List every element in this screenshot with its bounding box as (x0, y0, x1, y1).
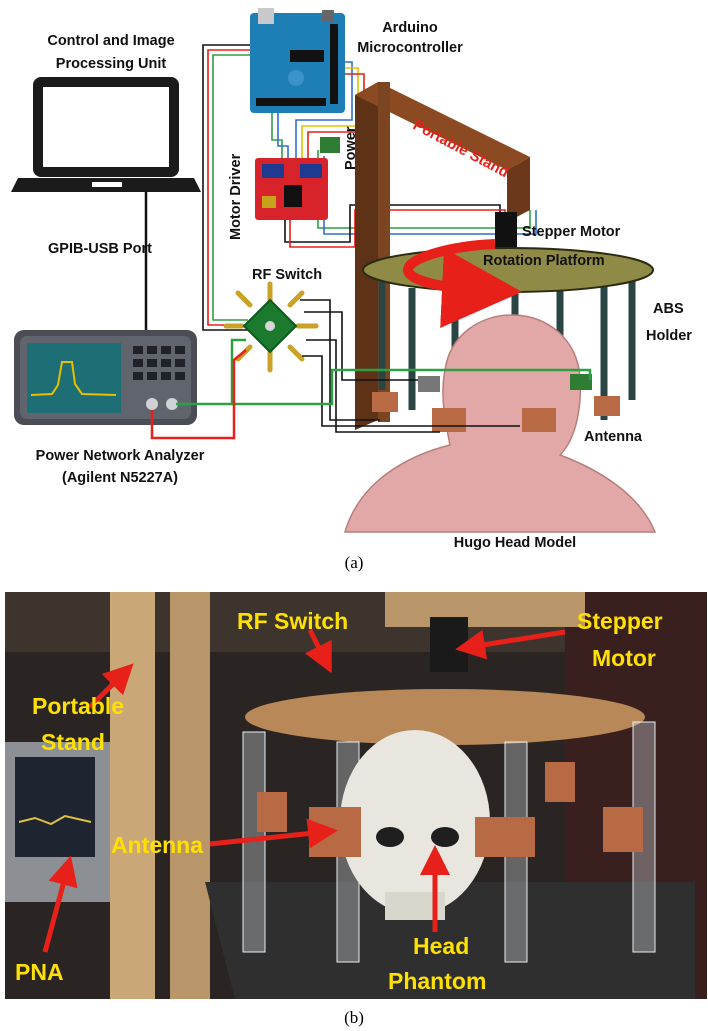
network-analyzer-icon (14, 330, 197, 425)
foam-base (205, 882, 695, 999)
antenna-array (372, 374, 620, 432)
label-b-head-line1: Head (413, 933, 469, 959)
label-b-portable-line2: Stand (41, 729, 105, 755)
label-b-head-line2: Phantom (388, 968, 486, 994)
label-power: Power (343, 126, 359, 170)
label-arduino-line1: Arduino (382, 20, 438, 36)
arduino-board-icon (250, 8, 345, 113)
hugo-head-model-icon (344, 314, 657, 533)
pna-instrument (5, 742, 110, 902)
figure-a-schematic: Control and Image Processing Unit Arduin… (11, 8, 692, 551)
label-control-line2: Processing Unit (56, 56, 167, 72)
label-rf-switch: RF Switch (252, 267, 322, 283)
label-b-stepper-line2: Motor (592, 645, 656, 671)
label-gpib: GPIB-USB Port (48, 241, 152, 257)
label-rotation-platform: Rotation Platform (483, 253, 605, 269)
label-control-line1: Control and Image (47, 33, 174, 49)
label-b-antenna: Antenna (111, 832, 203, 858)
platform-photo (245, 689, 645, 745)
label-b-pna: PNA (15, 959, 64, 985)
caption-b: (b) (344, 1008, 364, 1027)
label-arduino-line2: Microcontroller (357, 40, 463, 56)
label-abs-line1: ABS (653, 301, 684, 317)
label-abs-line2: Holder (646, 328, 692, 344)
label-b-stepper-line1: Stepper (577, 608, 663, 634)
wooden-stand (110, 592, 585, 999)
laptop-icon (11, 77, 201, 192)
motor-driver-icon (255, 158, 328, 220)
label-b-portable-line1: Portable (32, 693, 124, 719)
rf-cables (150, 299, 592, 440)
label-antenna: Antenna (584, 429, 643, 445)
rotation-arrow (402, 239, 522, 329)
label-hugo-head: Hugo Head Model (454, 535, 576, 551)
label-stepper-motor: Stepper Motor (522, 224, 621, 240)
label-pna-line1: Power Network Analyzer (36, 448, 205, 464)
rf-switch-icon (223, 281, 319, 373)
label-motor-driver: Motor Driver (228, 153, 244, 240)
caption-a: (a) (344, 553, 364, 572)
stepper-motor-icon (495, 212, 517, 252)
figure-b-photo: RF Switch Stepper Motor Portable Stand A… (5, 592, 707, 999)
stepper-motor-photo (430, 617, 468, 672)
label-b-rf-switch: RF Switch (237, 608, 348, 634)
power-module-icon (320, 137, 340, 153)
annotation-arrows (42, 628, 566, 953)
label-pna-line2: (Agilent N5227A) (62, 470, 178, 486)
